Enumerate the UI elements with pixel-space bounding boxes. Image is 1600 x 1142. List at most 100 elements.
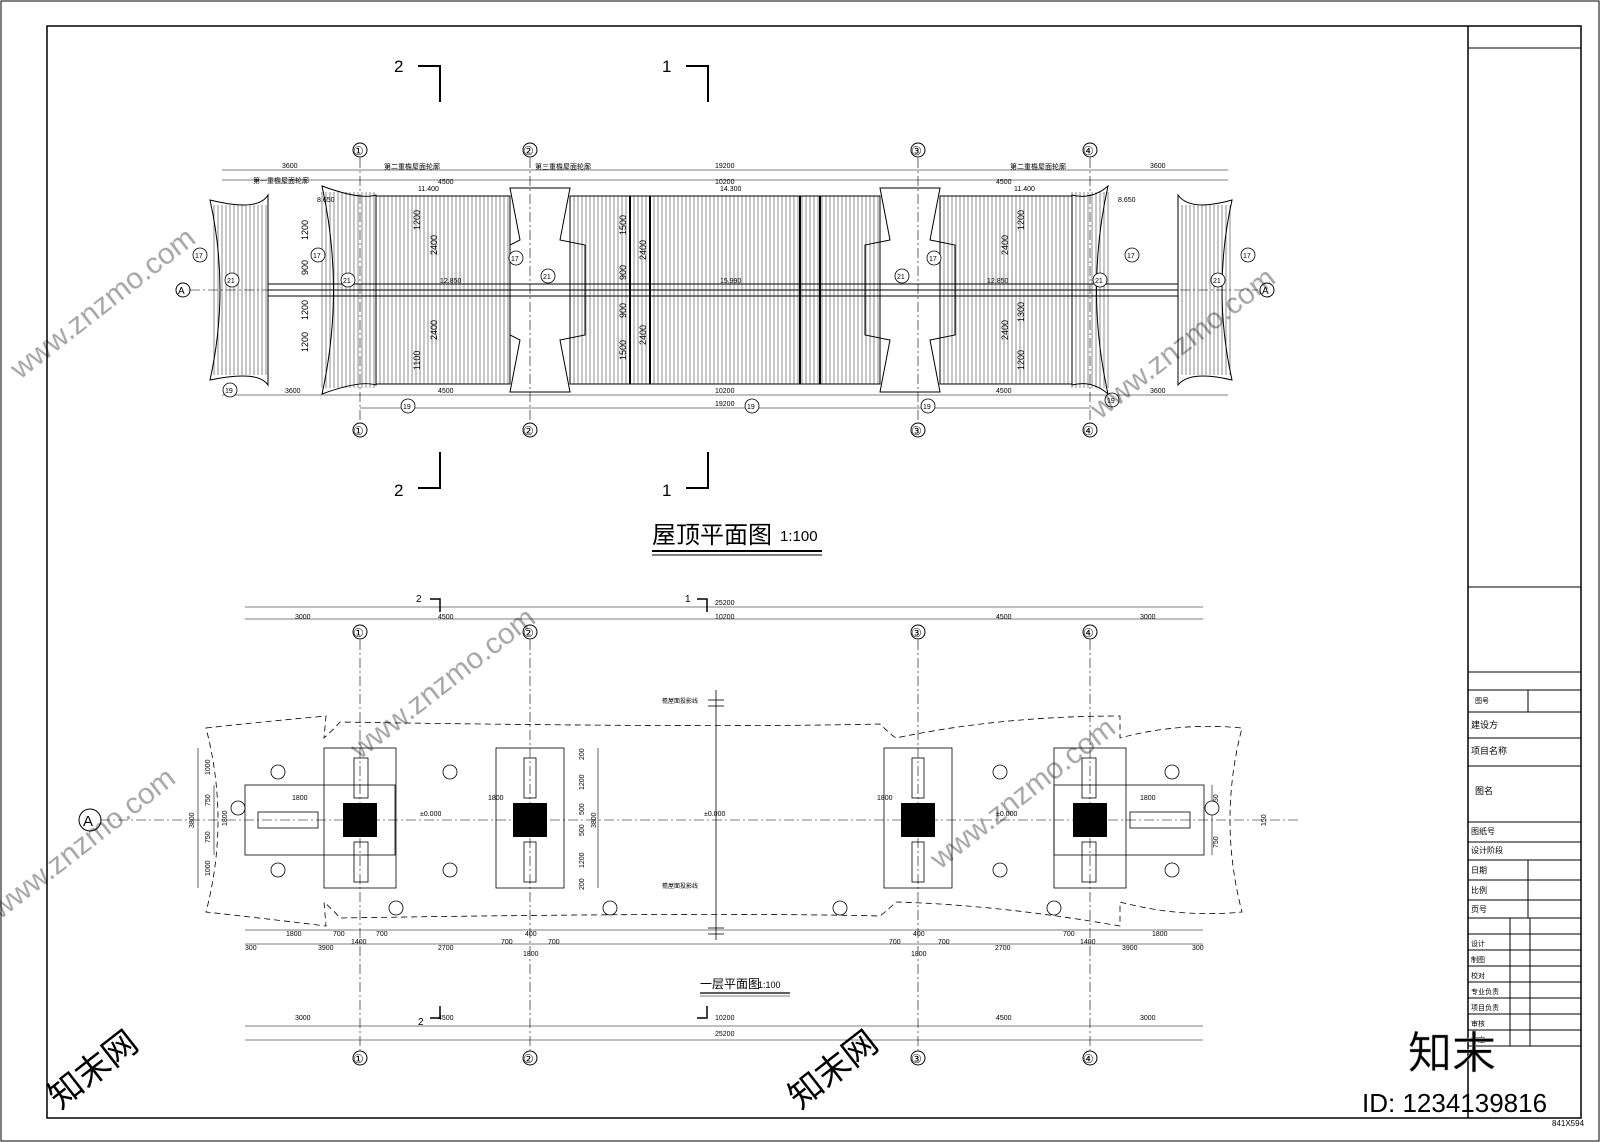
floor-b2-2: 2700 [438, 945, 454, 952]
roof-plan-scale: 1:100 [780, 528, 818, 545]
tb-row-1: 项目名称 [1471, 745, 1507, 756]
pavilion-base-3 [883, 747, 953, 889]
floor-axis-3-bottom: ③ [911, 1052, 922, 1066]
roof-vdim-l-0: 1200 [300, 220, 310, 240]
roof-dim-4500-bl: 4500 [438, 388, 454, 395]
roof-bubble-l: 21 [1213, 278, 1221, 285]
bench-dim-1: 1800 [292, 795, 308, 802]
floor-b2-1: 3900 [318, 945, 334, 952]
floor-axis-4-bottom: ④ [1083, 1052, 1094, 1066]
roof-dim-3600-right: 3600 [1150, 163, 1166, 170]
roof-bubble-g: 17 [929, 256, 937, 263]
roof-note-4: 第二重檐屋面轮廓 [1010, 162, 1066, 171]
floor-lv-5: 3800 [189, 812, 196, 828]
roof-dim-4500-left: 4500 [438, 179, 454, 186]
roof-dim-3600-br: 3600 [1150, 388, 1166, 395]
tb-small-3: 专业负责 [1471, 987, 1499, 996]
watermark-1: www.znzmo.com [3, 221, 201, 386]
roof-vdim-l-3: 1200 [300, 332, 310, 352]
logo-text: 知末 [1408, 1029, 1496, 1078]
floor-b1-3: 700 [376, 931, 388, 938]
watermark-2: www.znzmo.com [343, 601, 541, 766]
floor-rv-0: 750 [1213, 794, 1220, 806]
roof-dim-19200-top: 19200 [715, 163, 735, 170]
roof-dim-3600-bl: 3600 [285, 388, 301, 395]
roof-elev-4: 12.850 [440, 278, 462, 285]
tb-small-0: 设计 [1471, 939, 1485, 948]
tb-row-5: 日期 [1471, 866, 1487, 875]
roof-plan-title: 屋顶平面图 [652, 523, 772, 549]
floor-overall-bottom: 25200 [715, 1031, 735, 1038]
tb-small-6: 审定 [1471, 1035, 1485, 1044]
roof-hatching [209, 184, 1233, 396]
tb-small-5: 审核 [1471, 1019, 1485, 1028]
floor-elev-3: ±0.000 [996, 811, 1017, 818]
floor-b1-0: 1800 [286, 931, 302, 938]
roof-section-right-bottom: 1 [662, 481, 671, 500]
image-id: ID: 1234139816 [1362, 1088, 1547, 1118]
floor-plan-title: 一层平面图 [700, 977, 760, 991]
floor-axis-1-bottom: ① [353, 1052, 364, 1066]
roof-bubble-d: 21 [343, 278, 351, 285]
floor-span-top-0: 3000 [295, 614, 311, 621]
roof-vdim-l-4: 1200 [412, 210, 422, 230]
title-block: 图号 建设方 项目名称 图名 图纸号 设计阶段 日期 比例 页号 设计 制图 校… [1467, 26, 1585, 1128]
floor-rv-1: 150 [1261, 814, 1268, 826]
tb-row-0: 建设方 [1471, 719, 1498, 730]
floor-lv-2: 1800 [222, 810, 229, 826]
roof-axis-1-top: ① [353, 144, 364, 158]
roof-axis-2-bottom: ② [523, 424, 534, 438]
tb-small-2: 校对 [1471, 971, 1485, 980]
roof-axis-1-bottom: ① [353, 424, 364, 438]
column-2 [513, 803, 547, 837]
roof-bubble-q: 19 [1107, 398, 1115, 405]
floor-b2-4: 1800 [911, 951, 927, 958]
pavilion-base-4 [1053, 747, 1205, 889]
roof-dim-10200-b: 10200 [715, 388, 735, 395]
roof-vdim-m-3: 1500 [618, 340, 628, 360]
eave-label-bottom: 檐屋面投影线 [662, 882, 698, 890]
roof-vdim-l-2: 1200 [300, 300, 310, 320]
roof-bubble-f: 21 [543, 274, 551, 281]
roof-elev-6: 12.850 [987, 278, 1009, 285]
column-1 [343, 803, 377, 837]
watermark-4: www.znzmo.com [923, 711, 1121, 876]
floor-axis-2-top: ② [523, 626, 534, 640]
floor-b1-1: 700 [333, 931, 345, 938]
floor-overall-top: 25200 [715, 600, 735, 607]
roof-dim-10200-top: 10200 [715, 179, 735, 186]
roof-vdim-m-0: 1500 [618, 215, 628, 235]
roof-section-right-top: 1 [662, 57, 671, 76]
floor-section-right-top: 1 [685, 594, 691, 605]
floor-lv-3: 750 [205, 831, 212, 843]
roof-elev-2: 11.400 [418, 186, 439, 193]
roof-note-2: 第二重檐屋面轮廓 [384, 162, 440, 171]
floor-b2-7: 300 [1192, 945, 1204, 952]
floor-iv-1: 1200 [579, 774, 586, 790]
floor-axis-A: A [83, 813, 93, 830]
roof-section-left-top: 2 [394, 57, 403, 76]
column-3 [901, 803, 935, 837]
roof-dim-4500-right: 4500 [996, 179, 1012, 186]
tb-row-3: 图纸号 [1471, 826, 1495, 836]
tb-row-4: 设计阶段 [1471, 845, 1503, 855]
floor-section-left-top: 2 [416, 594, 422, 605]
roof-vdim-r-0: 1200 [1016, 210, 1026, 230]
floor-span-top-2: 10200 [715, 614, 735, 621]
watermark-brand-2: 知末网 [42, 1024, 146, 1117]
roof-dim-3600-left: 3600 [282, 163, 298, 170]
tb-row-2: 图名 [1475, 785, 1493, 796]
bench-dim-4: 1800 [1140, 795, 1156, 802]
floor-span-bot-1: 4500 [438, 1015, 454, 1022]
watermark-brand-1: 知末网 [782, 1024, 886, 1117]
floor-span-bot-0: 3000 [295, 1015, 311, 1022]
floor-plan-scale: 1:100 [758, 980, 781, 990]
roof-bubble-p: 19 [923, 404, 931, 411]
floor-axis-2-bottom: ② [523, 1052, 534, 1066]
floor-b1-7: 400 [913, 931, 925, 938]
floor-iv-6: 3800 [591, 812, 598, 828]
roof-axis-A-left: A [178, 286, 185, 297]
floor-iv-0: 200 [579, 748, 586, 760]
floor-b1-5: 700 [501, 939, 513, 946]
